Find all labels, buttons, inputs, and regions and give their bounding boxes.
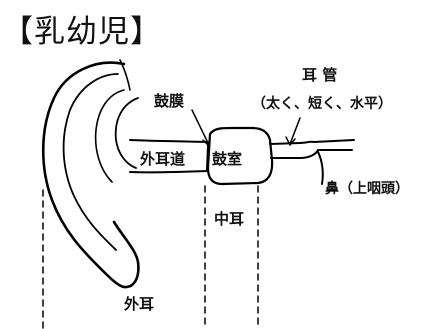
canal-lower-wall [129,170,209,174]
nasopharynx-wall [317,151,324,185]
eustachian-tube-upper [269,139,355,145]
tube-arrowhead [285,136,296,146]
canal-upper-wall [129,139,209,143]
label-nasopharynx: 鼻（上咽頭） [325,181,409,197]
label-eustachian-tube: 耳 管 [302,66,338,84]
tympanic-cavity-outline [206,126,274,186]
diagram-title: 【乳幼児】 [2,14,162,50]
label-eardrum: 鼓膜 [154,92,185,110]
label-tympanic-cavity: 鼓室 [212,150,243,168]
concha-curve [114,97,139,169]
antihelix [94,89,125,183]
eardrum-arrowhead [202,137,211,147]
label-middle-ear: 中耳 [214,210,245,228]
label-external-canal: 外耳道 [140,150,186,168]
label-tube-note: （太く、短く、水平） [252,96,392,112]
head-curve [119,59,131,91]
eardrum-arrow [191,109,210,146]
label-outer-ear: 外耳 [124,295,155,313]
eardrum-line [206,144,209,171]
eustachian-tube-lower [270,149,353,159]
auricle-outline [41,61,140,289]
tube-arrow [289,117,301,145]
auricle-inner-rim [62,73,119,251]
